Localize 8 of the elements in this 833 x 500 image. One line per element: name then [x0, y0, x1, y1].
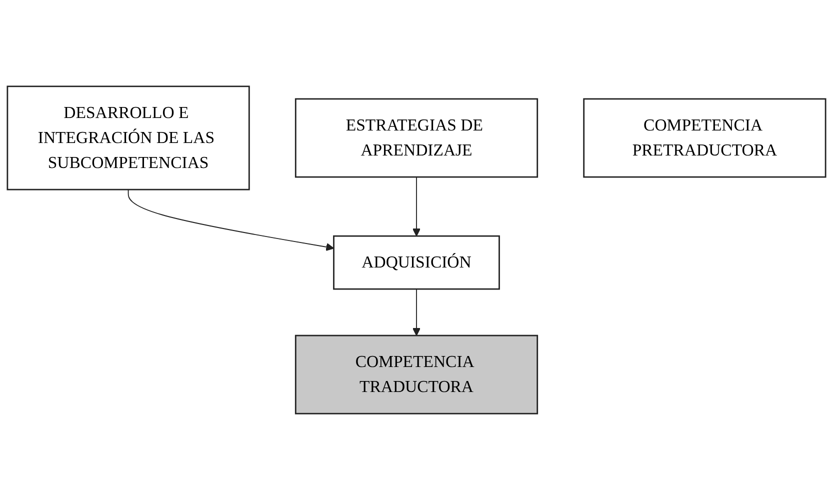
arrow	[412, 176, 421, 236]
node-box: COMPETENCIA PRETRADUCTORA	[583, 98, 826, 178]
node-box: COMPETENCIA TRADUCTORA	[294, 334, 538, 414]
node-box: ESTRATEGIAS DE APRENDIZAJE	[294, 98, 538, 178]
arrow	[412, 288, 421, 336]
node-box: DESARROLLO E INTEGRACIÓN DE LAS SUBCOMPETENCIAS	[6, 86, 250, 190]
node-box: ADQUISICIÓN	[333, 235, 500, 290]
arrow	[128, 189, 334, 252]
